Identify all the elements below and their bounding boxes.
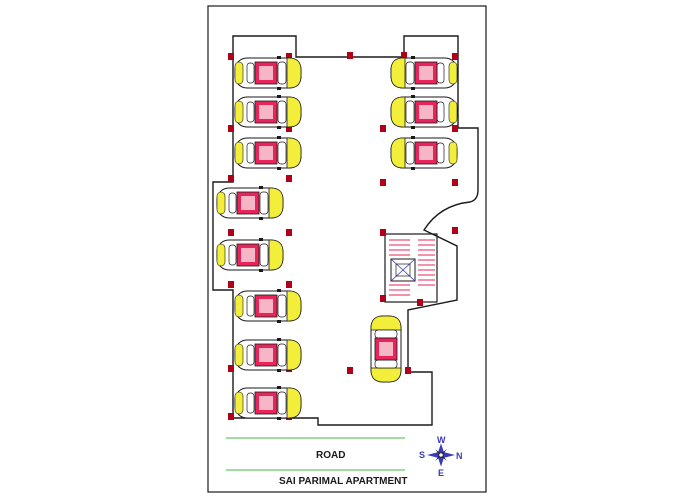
car-left-1	[234, 56, 302, 90]
column-14	[228, 229, 234, 236]
sheet-border	[207, 5, 487, 493]
column-11	[286, 175, 292, 182]
compass-west-label: W	[437, 435, 446, 445]
car-right-1	[390, 56, 458, 90]
car-left-4	[216, 186, 284, 220]
column-25	[405, 367, 411, 374]
column-8	[380, 125, 386, 132]
structural-columns	[228, 52, 458, 420]
car-left-2	[234, 95, 302, 129]
car-left-3	[234, 136, 302, 170]
building-walls	[212, 35, 479, 426]
car-right-2	[390, 95, 458, 129]
car-left-6	[234, 289, 302, 323]
car-right-3	[390, 136, 458, 170]
car-left-7	[234, 338, 302, 372]
column-15	[286, 229, 292, 236]
car-left-8	[234, 386, 302, 420]
road-label: ROAD	[316, 450, 345, 461]
column-6	[228, 125, 234, 132]
column-2	[286, 53, 292, 60]
column-16	[380, 229, 386, 236]
drawing-title: SAI PARIMAL APARTMENT	[279, 476, 408, 487]
column-19	[286, 281, 292, 288]
column-1	[228, 53, 234, 60]
column-24	[347, 367, 353, 374]
column-26	[228, 413, 234, 420]
outer-wall	[212, 35, 479, 426]
column-13	[452, 179, 458, 186]
column-5	[452, 53, 458, 60]
column-18	[228, 281, 234, 288]
lift-cross-2	[390, 258, 416, 282]
column-10	[228, 175, 234, 182]
car-center-1	[370, 315, 402, 383]
compass-icon	[427, 443, 455, 467]
stair-core	[384, 233, 438, 303]
compass-rose: W S N E	[419, 435, 463, 478]
compass-south-label: S	[419, 450, 425, 460]
stair-core-outline	[384, 233, 438, 303]
stair-treads	[389, 239, 435, 296]
car-left-5	[216, 238, 284, 272]
column-12	[380, 179, 386, 186]
column-3	[347, 52, 353, 59]
parked-cars	[216, 56, 458, 420]
compass-east-label: E	[438, 468, 444, 478]
column-9	[452, 125, 458, 132]
compass-north-label: N	[456, 451, 463, 461]
lift-inner	[395, 263, 411, 277]
column-20	[380, 295, 386, 302]
column-22	[228, 365, 234, 372]
column-17	[452, 227, 458, 234]
column-21	[417, 299, 423, 306]
column-7	[286, 125, 292, 132]
column-4	[401, 52, 407, 59]
